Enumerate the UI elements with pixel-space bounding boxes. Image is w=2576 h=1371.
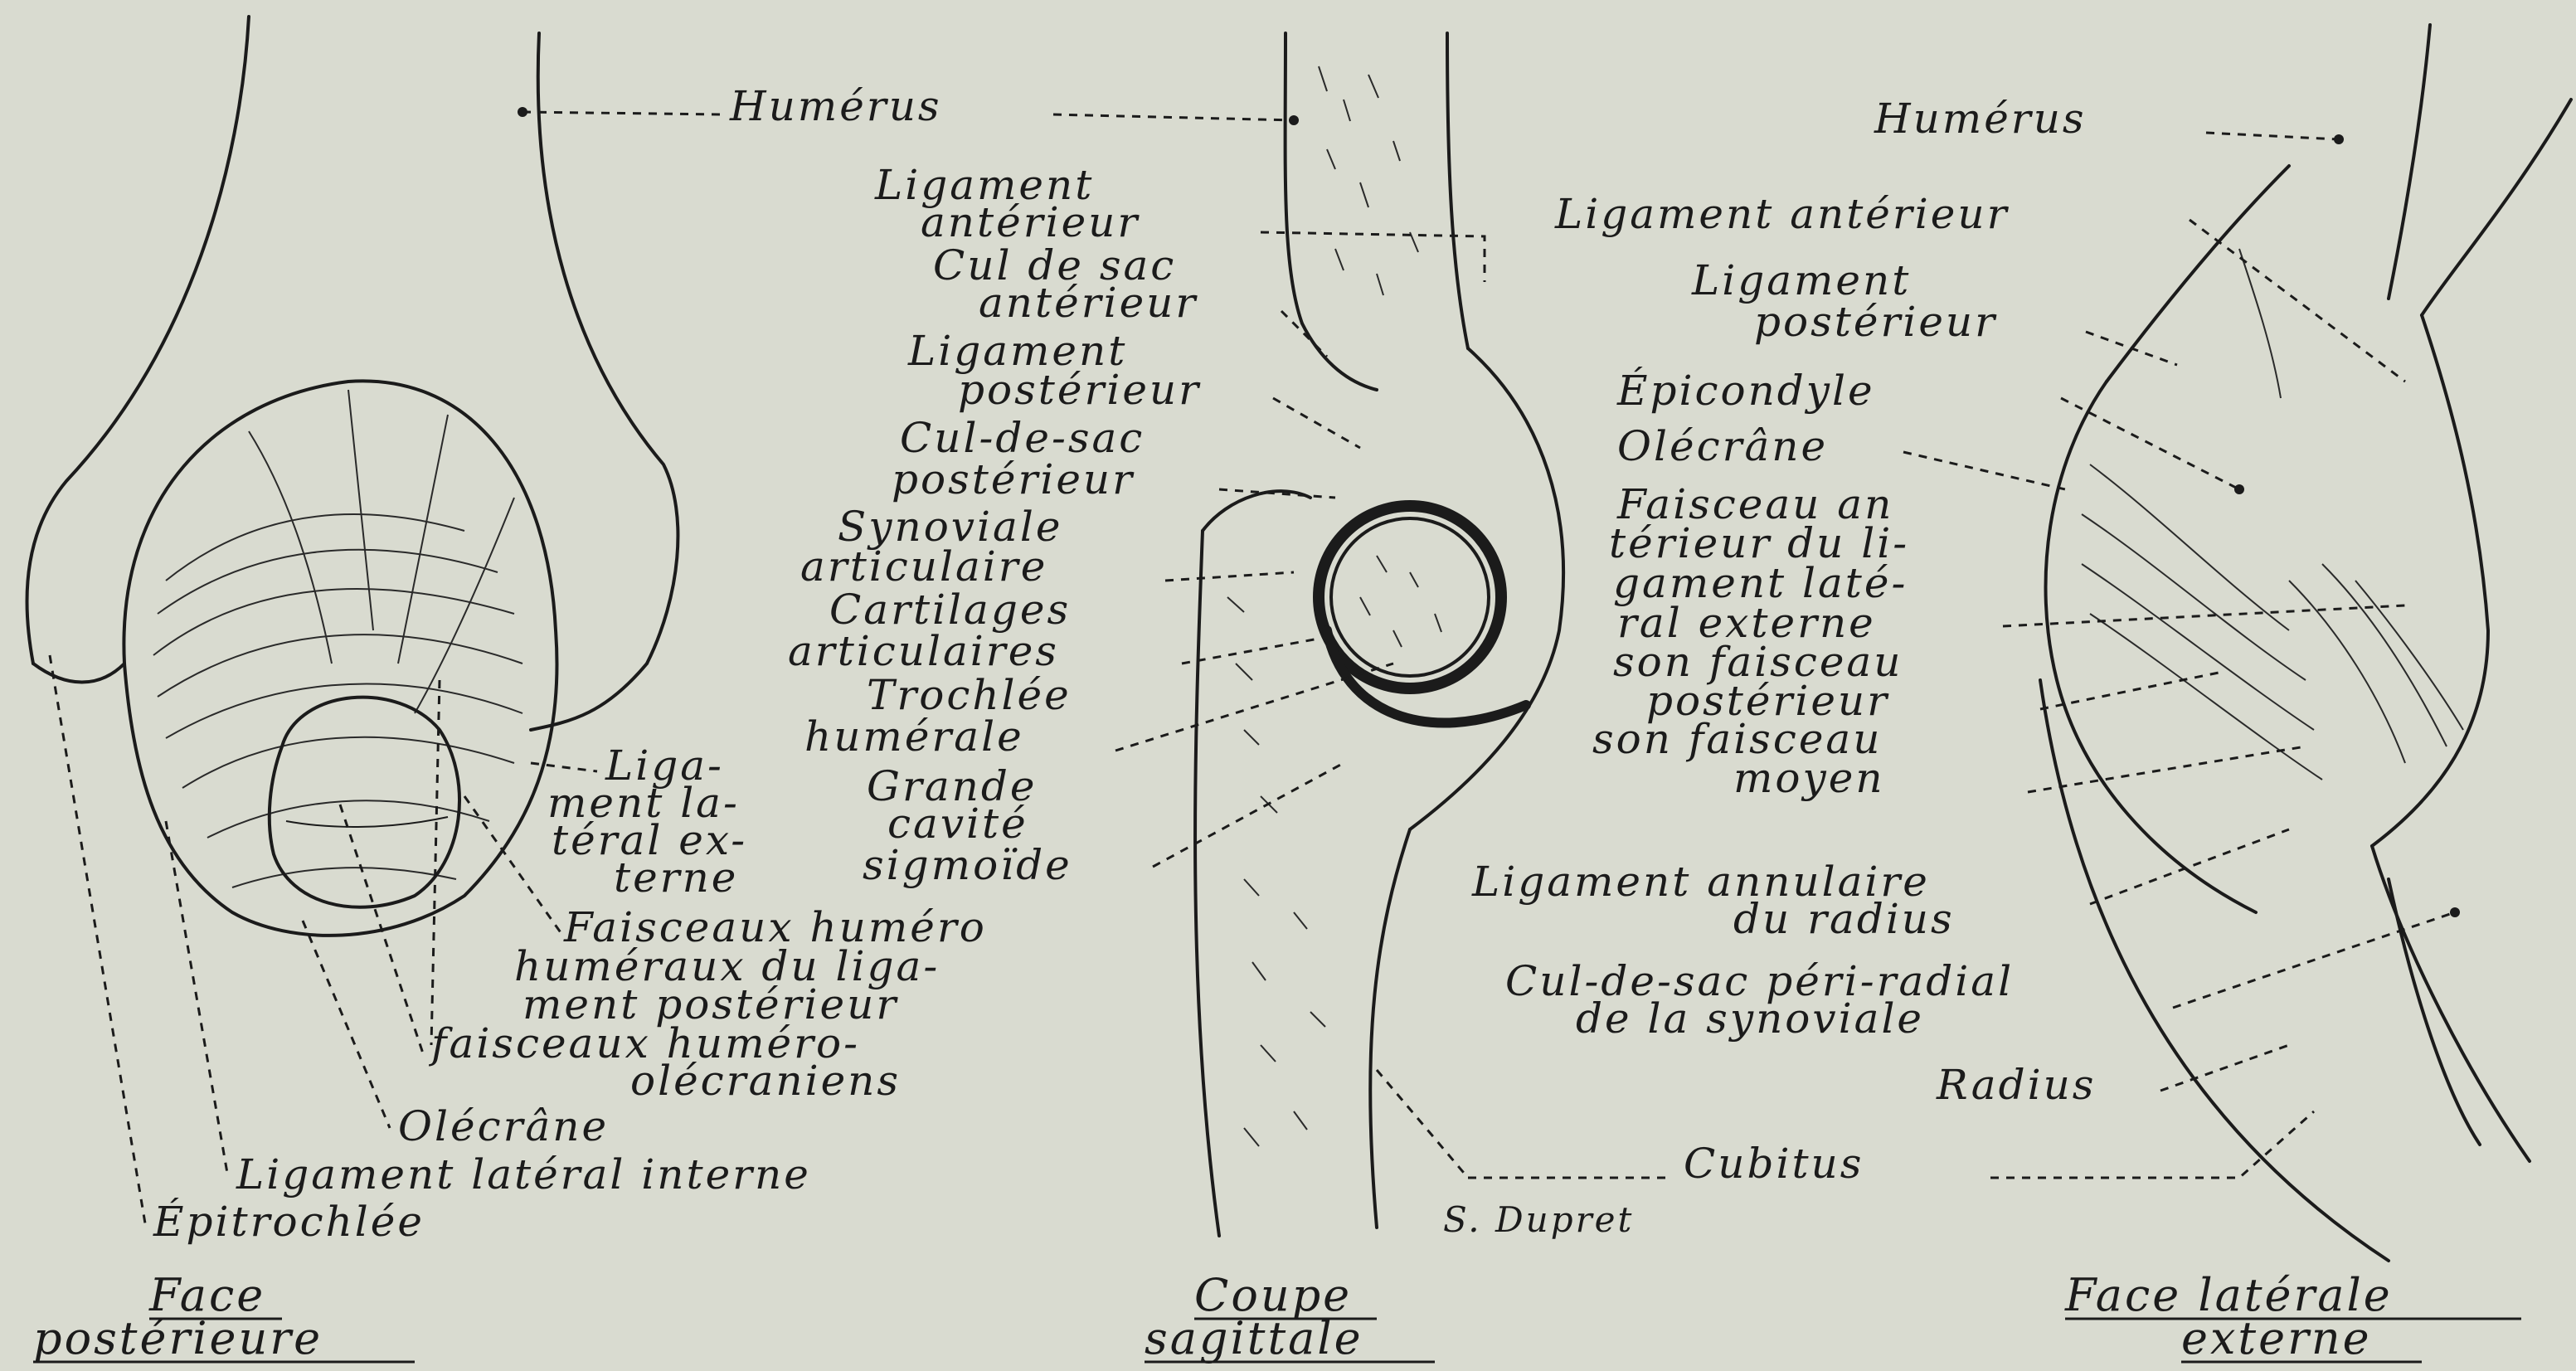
label-epitrochlee: Épitrochlée [153, 1197, 425, 1246]
label-epicondyle: Épicondyle [1616, 366, 1875, 415]
label-cubitus: Cubitus [1684, 1140, 1864, 1188]
label-cul-de-sac-posterieur-l2: postérieur [892, 455, 1135, 503]
label-olecrane-left: Olécrâne [398, 1102, 609, 1150]
label-faisceaux-humero-olecraniens-l2: olécraniens [630, 1057, 901, 1105]
label-olecrane-right: Olécrâne [1617, 422, 1828, 470]
label-cul-de-sac-peri-radial-l2: de la synoviale [1576, 994, 1924, 1043]
label-humerus-right: Humérus [1874, 95, 2087, 143]
label-cul-de-sac-anterieur-l2: antérieur [979, 279, 1198, 327]
label-ligament-posterieur-right-l2: postérieur [1754, 298, 1997, 346]
label-grande-cavite-l3: sigmoïde [863, 841, 1072, 889]
label-ligament-anterieur-mid-l2: antérieur [921, 198, 1140, 246]
artist-signature: S. Dupret [1443, 1199, 1634, 1240]
label-trochlee-l2: humérale [804, 712, 1024, 761]
caption-left-l2: postérieure [33, 1312, 323, 1364]
label-ligament-lateral-externe-l4: terne [614, 853, 738, 902]
label-faisceau-moyen-l2: moyen [1733, 754, 1885, 802]
label-ligament-posterieur-mid-l2: postérieur [958, 366, 1201, 414]
label-cartilages-l2: articulaires [788, 627, 1059, 675]
label-humerus-left: Humérus [729, 82, 942, 130]
label-ligament-annulaire-l2: du radius [1733, 895, 1955, 943]
caption-right-l2: externe [2181, 1312, 2372, 1364]
label-radius: Radius [1936, 1061, 2096, 1109]
label-ligament-anterieur-right: Ligament antérieur [1554, 190, 2010, 238]
caption-middle-l2: sagittale [1145, 1312, 1363, 1364]
label-synoviale-l2: articulaire [800, 542, 1047, 591]
middle-panel-labels: Ligament antérieur Cul de sac antérieur … [788, 161, 1634, 1240]
right-panel-labels: Humérus Ligament antérieur Ligament post… [1471, 95, 2096, 1188]
label-ligament-lateral-interne: Ligament latéral interne [236, 1150, 811, 1198]
panel-captions: Face postérieure Coupe sagittale Face la… [33, 1269, 2521, 1364]
